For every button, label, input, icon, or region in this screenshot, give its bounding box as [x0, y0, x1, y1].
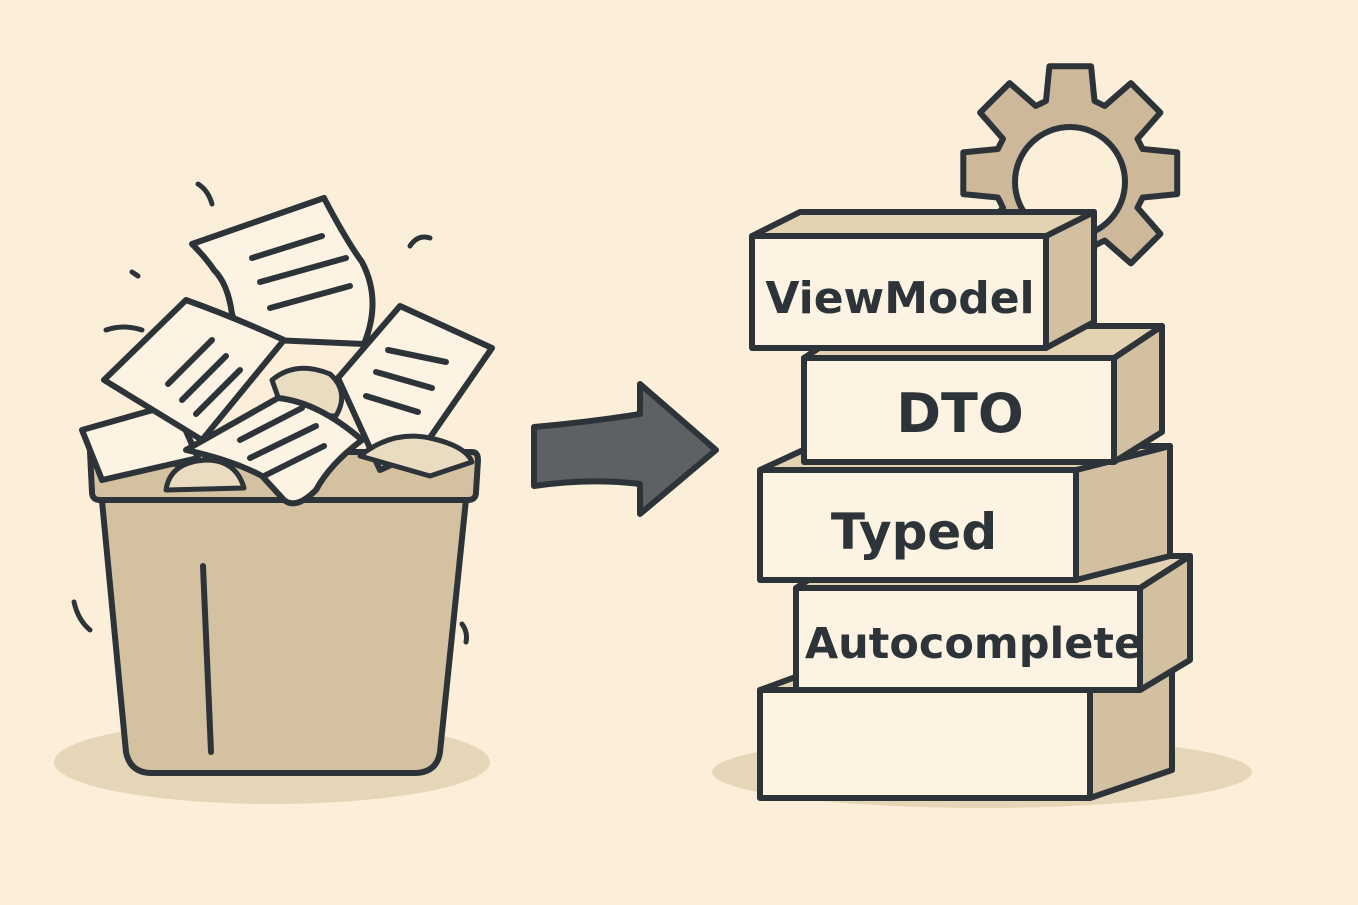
- right-arrow-icon: [531, 381, 719, 517]
- stack-block-viewmodel: ViewModel: [749, 209, 1097, 351]
- crumpled-paper: [357, 433, 475, 479]
- trash-basket-icon: [54, 181, 495, 804]
- basket-seam: [200, 563, 214, 755]
- motion-marks: [71, 181, 469, 645]
- stack-block-typed: Typed: [757, 443, 1173, 583]
- paper-sheet: [101, 297, 287, 443]
- block-label-typed: Typed: [831, 503, 997, 561]
- paper-sheet: [183, 395, 365, 507]
- basket-body: [97, 477, 471, 776]
- block-stack: Autocomplete Typed DTO ViewMo: [712, 63, 1252, 808]
- block-label-dto: DTO: [896, 382, 1024, 445]
- block-label-autocomplete: Autocomplete: [805, 619, 1143, 669]
- crumpled-paper: [163, 457, 247, 493]
- block-label-viewmodel: ViewModel: [765, 273, 1034, 324]
